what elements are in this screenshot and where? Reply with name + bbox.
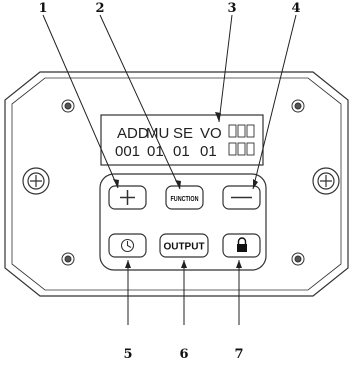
- function-button[interactable]: FUNCTION: [165, 185, 204, 210]
- callout-number-2: 2: [95, 1, 104, 16]
- lcd-segment-blocks: [228, 124, 255, 156]
- lcd-label-vo: VO: [200, 125, 222, 142]
- lcd-row-2: 001 01 01 01: [115, 143, 217, 160]
- clock-icon: [120, 238, 135, 253]
- panel-housing: [4, 71, 349, 297]
- screw-icon: [61, 99, 305, 266]
- lcd-label-add: ADD: [117, 125, 149, 142]
- lock-button[interactable]: [222, 233, 261, 258]
- output-label: OUTPUT: [163, 242, 204, 253]
- callout-number-5: 5: [123, 347, 132, 362]
- lcd-row-1: ADD MU SE VO: [117, 125, 222, 142]
- lcd-value-se: 01: [173, 143, 190, 160]
- lcd-value-add: 001: [115, 143, 140, 160]
- plus-button[interactable]: [108, 185, 147, 210]
- lcd-value-mu: 01: [147, 143, 164, 160]
- minus-button[interactable]: [222, 185, 261, 210]
- cross-screw-icon: [22, 167, 340, 195]
- lcd-value-vo: 01: [200, 143, 217, 160]
- callout-number-1: 1: [38, 1, 47, 16]
- callout-leaders: [42, 14, 297, 325]
- callout-number-3: 3: [227, 1, 236, 16]
- lcd-label-se: SE: [173, 125, 193, 142]
- output-button[interactable]: OUTPUT: [159, 233, 209, 258]
- keypad-bezel: [99, 173, 267, 271]
- callout-arrowheads: [113, 112, 258, 268]
- callout-number-4: 4: [291, 1, 300, 16]
- function-label: FUNCTION: [171, 196, 199, 203]
- lock-icon: [237, 237, 247, 252]
- callout-number-7: 7: [234, 347, 243, 362]
- lcd-display: ADD MU SE VO 001 01 01 01: [100, 114, 264, 166]
- plus-icon: [120, 190, 135, 205]
- timer-button[interactable]: [108, 233, 147, 258]
- lcd-label-mu: MU: [146, 125, 169, 142]
- callout-number-6: 6: [179, 347, 188, 362]
